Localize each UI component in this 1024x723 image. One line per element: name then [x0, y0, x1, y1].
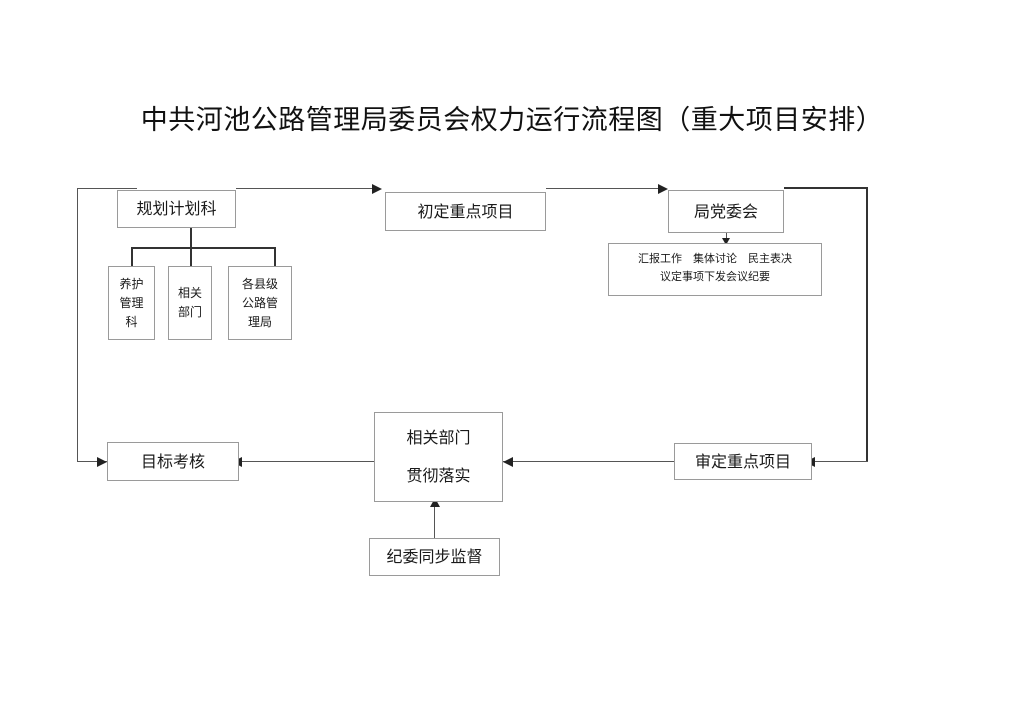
node-discipline-supervision[interactable]: 纪委同步监督 [369, 538, 500, 576]
connector-right-rail-into-review [812, 461, 868, 462]
connector-subdept-bus [131, 247, 276, 249]
page-title: 中共河池公路管理局委员会权力运行流程图（重大项目安排） [140, 105, 884, 136]
connector-committee-to-right-rail [784, 187, 868, 189]
node-party-committee[interactable]: 局党委会 [668, 190, 784, 233]
node-label: 纪委同步监督 [386, 547, 483, 566]
committee-detail-line2: 议定事项下发会议纪要 [660, 270, 770, 283]
node-label-line1: 各县级 [241, 276, 278, 291]
arrow-into-party-committee [658, 184, 668, 194]
connector-right-return-vertical [866, 187, 868, 462]
connector-left-return-into-target [77, 461, 107, 462]
node-initial-projects[interactable]: 初定重点项目 [385, 192, 546, 231]
arrow-into-committee-detail [722, 238, 730, 245]
implementation-line1: 相关部门 [406, 428, 471, 447]
node-label-line3: 理局 [247, 314, 272, 329]
implementation-line2: 贯彻落实 [406, 466, 471, 485]
connector-top-left-rail [77, 188, 137, 189]
connector-supervision-to-implementation [434, 502, 435, 538]
connector-left-return-vertical [77, 188, 78, 462]
node-planning-section[interactable]: 规划计划科 [117, 190, 236, 228]
arrow-into-implementation-bottom [430, 498, 440, 507]
node-label: 目标考核 [140, 451, 205, 471]
node-implementation[interactable]: 相关部门 贯彻落实 [374, 412, 503, 502]
node-label: 局党委会 [693, 201, 758, 221]
node-maintenance-dept[interactable]: 养护 管理 科 [108, 266, 155, 340]
node-label-line1: 养护 [119, 276, 144, 291]
node-label-line2: 公路管 [241, 295, 278, 310]
arrow-into-implementation [503, 457, 513, 467]
connector-subdept-riser-to-planning [190, 216, 192, 267]
node-label-line3: 科 [125, 314, 138, 329]
node-review-projects[interactable]: 审定重点项目 [674, 443, 812, 480]
connector-subdept-drop-maintenance [131, 247, 133, 267]
node-target-assessment[interactable]: 目标考核 [107, 442, 239, 481]
connector-initial-to-committee [546, 188, 664, 189]
node-label: 初定重点项目 [417, 201, 514, 221]
node-label-line1: 相关 [177, 286, 202, 300]
node-committee-detail[interactable]: 汇报工作 集体讨论 民主表决 议定事项下发会议纪要 [608, 243, 822, 296]
connector-subdept-drop-county [274, 247, 276, 267]
node-label: 审定重点项目 [694, 451, 791, 471]
node-label-line2: 部门 [177, 305, 202, 319]
connector-implementation-to-target [239, 461, 374, 462]
connector-review-to-implementation [503, 461, 674, 462]
node-related-dept-small[interactable]: 相关 部门 [168, 266, 212, 340]
node-label-line2: 管理 [119, 295, 144, 310]
node-label: 规划计划科 [136, 199, 217, 218]
arrow-into-target-assessment [97, 457, 107, 467]
committee-detail-line1: 汇报工作 集体讨论 民主表决 [638, 252, 792, 265]
arrow-into-initial-projects [372, 184, 382, 194]
connector-planning-to-initial [236, 188, 378, 189]
node-county-bureaus[interactable]: 各县级 公路管 理局 [228, 266, 292, 340]
